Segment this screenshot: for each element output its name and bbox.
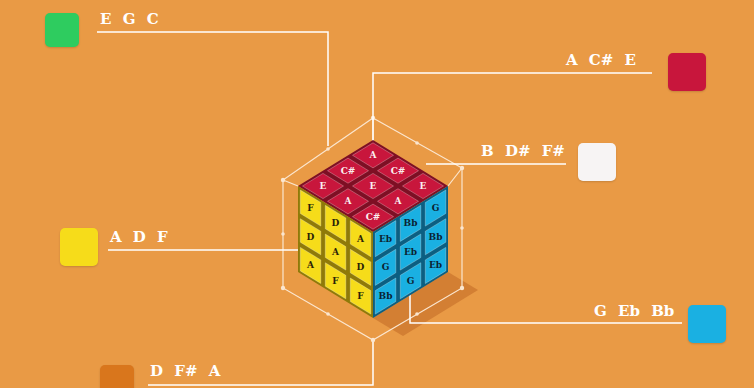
cube-sticker bbox=[400, 263, 421, 299]
note-name: A bbox=[332, 247, 339, 257]
cube-face bbox=[373, 186, 448, 318]
note-name: F bbox=[332, 276, 338, 286]
chord-label: B D# F# bbox=[481, 142, 565, 160]
note-name: E bbox=[420, 181, 427, 191]
cube-sticker bbox=[425, 247, 446, 283]
note-name: G bbox=[432, 203, 440, 213]
chord-label: A C# E bbox=[566, 51, 636, 69]
leader-line bbox=[148, 342, 373, 385]
legend-swatch bbox=[578, 143, 616, 181]
cube-sticker bbox=[325, 263, 346, 299]
note-name: A bbox=[395, 196, 402, 206]
cube-face bbox=[298, 140, 448, 232]
legend-swatch bbox=[668, 53, 706, 91]
note-name: C# bbox=[391, 166, 406, 176]
note-name: G bbox=[382, 262, 390, 272]
note-name: A bbox=[357, 234, 364, 244]
note-name: F bbox=[307, 203, 313, 213]
leader-line bbox=[108, 249, 330, 251]
note-name: D bbox=[307, 232, 315, 242]
leader-lines bbox=[97, 32, 682, 385]
cube-face bbox=[298, 186, 373, 318]
cube-sticker bbox=[375, 278, 396, 314]
note-name: A bbox=[345, 196, 352, 206]
chord-label: D F# A bbox=[150, 362, 220, 380]
chord-label: A D F bbox=[110, 228, 168, 246]
leader-line bbox=[97, 32, 328, 146]
leader-line bbox=[373, 73, 652, 150]
leader-line bbox=[426, 163, 566, 165]
note-name: E bbox=[320, 181, 327, 191]
note-name: C# bbox=[341, 166, 356, 176]
legend-swatch bbox=[60, 228, 98, 266]
note-name: C# bbox=[366, 212, 381, 222]
note-name: E bbox=[370, 181, 377, 191]
cube-sticker bbox=[350, 278, 371, 314]
legend-swatch bbox=[688, 305, 726, 343]
note-name: D bbox=[332, 218, 340, 228]
note-name: Eb bbox=[379, 234, 392, 244]
note-name: A bbox=[370, 150, 377, 160]
note-name: Bb bbox=[404, 218, 418, 228]
note-name: Bb bbox=[429, 232, 443, 242]
note-name: G bbox=[407, 276, 415, 286]
note-name: Eb bbox=[429, 260, 442, 270]
hexagon-frame bbox=[283, 118, 462, 340]
chord-label: G Eb Bb bbox=[594, 302, 674, 320]
cube-sticker bbox=[328, 158, 369, 183]
note-name: Eb bbox=[404, 247, 417, 257]
hexagon-dots bbox=[281, 116, 464, 342]
cube-sticker bbox=[353, 143, 394, 168]
chord-label: E G C bbox=[100, 10, 159, 28]
cube-sticker bbox=[300, 247, 321, 283]
note-name: Bb bbox=[379, 291, 393, 301]
leader-line bbox=[410, 256, 682, 323]
cube-sticker bbox=[378, 158, 419, 183]
note-name: A bbox=[307, 260, 314, 270]
note-name: F bbox=[357, 291, 363, 301]
legend-swatch bbox=[45, 13, 79, 47]
legend-swatch bbox=[100, 365, 134, 388]
note-name: D bbox=[357, 262, 365, 272]
